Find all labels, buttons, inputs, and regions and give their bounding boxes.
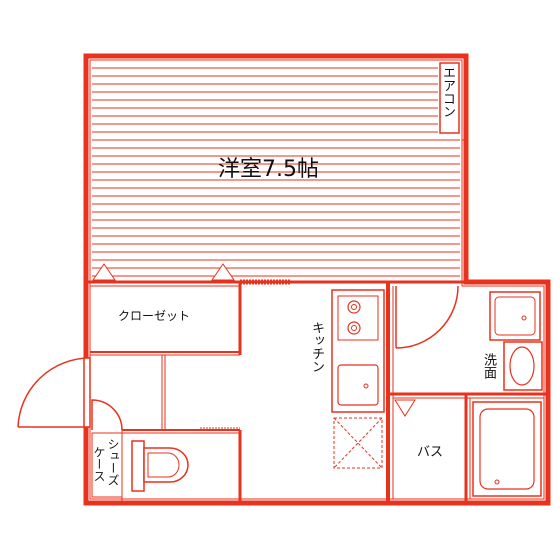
interior-walls xyxy=(86,280,548,503)
bathtub xyxy=(472,401,542,497)
shoe-case-label-line1: シューズ xyxy=(106,438,120,486)
shoe-case-label-line2: ケース xyxy=(92,446,106,482)
fridge-space xyxy=(333,417,383,469)
aircon-label: エアコン xyxy=(440,66,455,118)
shoe-case xyxy=(91,432,123,498)
window-right xyxy=(462,139,466,240)
wash-basin xyxy=(503,341,543,391)
bath-door xyxy=(394,399,416,417)
entrance-door xyxy=(17,357,123,431)
aircon-unit xyxy=(439,62,460,134)
outer-walls xyxy=(83,53,551,506)
room-label-washbasin: 洗面 xyxy=(481,353,496,379)
kitchen-counter xyxy=(331,289,385,413)
washroom-door xyxy=(395,285,459,349)
washing-machine-pan xyxy=(489,291,541,341)
closet-doors xyxy=(92,263,290,285)
room-label-closet: クローゼット xyxy=(118,309,191,323)
room-label-bath: バス xyxy=(417,445,444,460)
western-room-flooring xyxy=(92,67,460,277)
room-label-western: 洋室7.5帖 xyxy=(218,157,319,182)
toilet xyxy=(131,440,189,492)
room-label-kitchen: キッチン xyxy=(309,321,324,373)
